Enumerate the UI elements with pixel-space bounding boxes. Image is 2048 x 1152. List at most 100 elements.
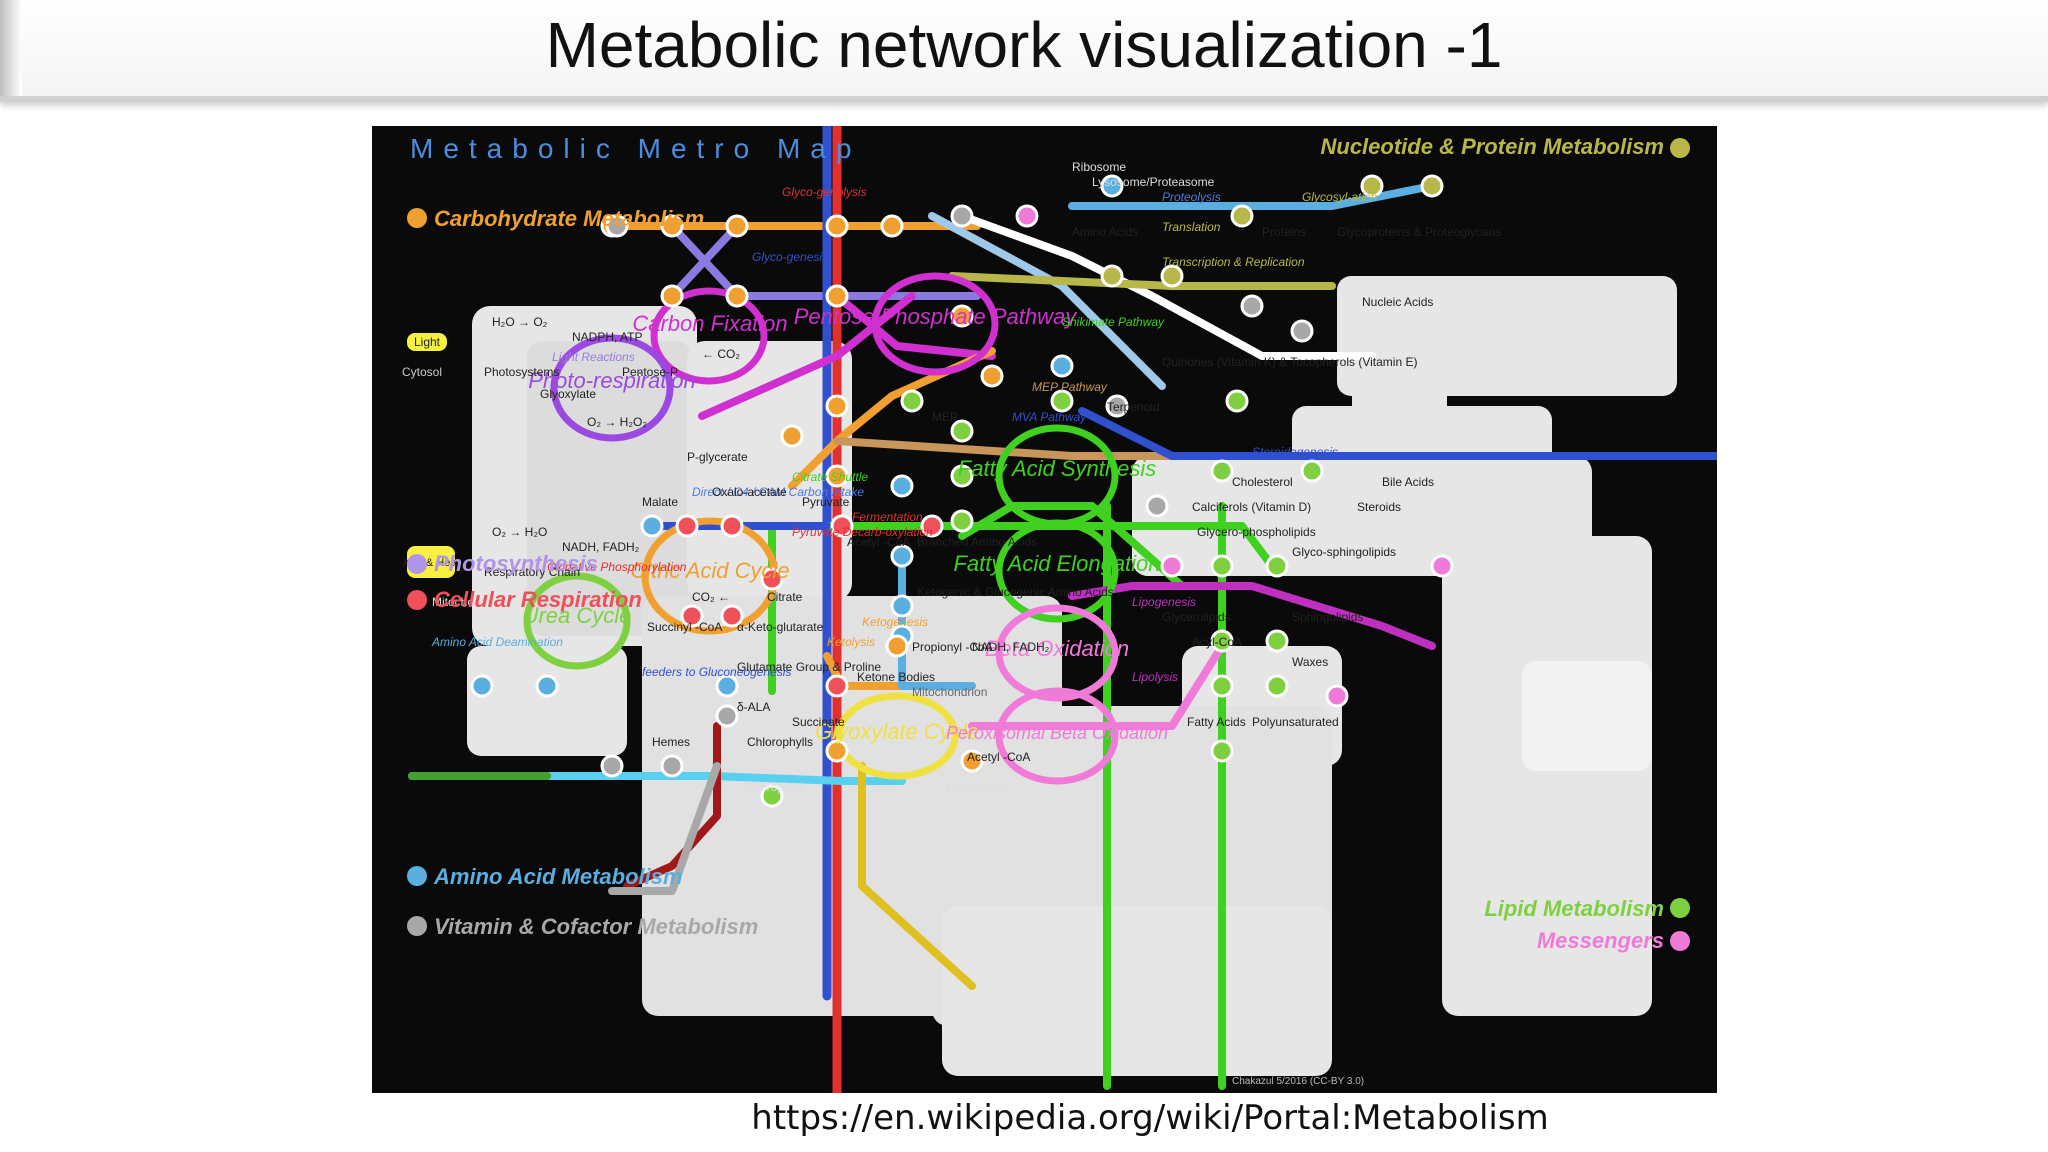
label-mito2: Mitochondrion	[912, 685, 987, 699]
station-gray-3	[1105, 394, 1129, 418]
label-quinones: Quinones (Vitamin K) & Tocopherols (Vita…	[1162, 355, 1417, 369]
station-green-6	[950, 509, 974, 533]
station-green-14	[1265, 674, 1289, 698]
line-blue-prot	[1068, 182, 1436, 210]
label-fermentation: Fermentation	[852, 510, 923, 524]
legend-carbohydrate: Carbohydrate Metabolism	[434, 206, 704, 231]
legend-photosynthesis-dot	[407, 554, 427, 574]
label-ketogenic: Ketogenic & Glucogenic Amino Acids	[917, 585, 1114, 599]
station-green-12	[1265, 629, 1289, 653]
label-nadh-fadh2-2: NADH, FADH₂	[972, 640, 1050, 654]
station-red-4	[920, 514, 944, 538]
line-carbohydrate-3	[668, 222, 741, 300]
line-pink-lipid	[968, 642, 1226, 730]
label-o2-h2o: O₂ → H₂O	[492, 525, 547, 539]
label-nadh-fadh2: NADH, FADH₂	[562, 540, 640, 554]
station-red-6	[680, 604, 704, 628]
station-green-13	[1210, 674, 1234, 698]
station-green-15	[1210, 739, 1234, 763]
urea-loop	[523, 572, 631, 670]
metabolic-metro-map: text{font-family:"Liberation Sans",sans-…	[372, 126, 1717, 1093]
label-citric-acid: Citric Acid Cycle	[630, 558, 789, 583]
label-sphingo: Sphingolipids	[1292, 610, 1363, 624]
label-ala: δ-ALA	[737, 700, 770, 714]
legend-photosynthesis: Photosynthesis	[434, 551, 598, 576]
slide-title: Metabolic network visualization -1	[545, 9, 1503, 81]
label-cytosol: Cytosol	[402, 365, 442, 379]
cycle-names: Carbon Fixation Photo-respiration Pentos…	[523, 304, 1168, 744]
station-gray-2	[950, 204, 974, 228]
station-pink-4	[1325, 684, 1349, 708]
label-glyoxylate: Glyoxylate Cycle	[815, 719, 979, 744]
label-pentose-p: Pentose-P	[622, 365, 678, 379]
label-hemes: Hemes	[652, 735, 690, 749]
legend: Carbohydrate Metabolism Photosynthesis C…	[407, 134, 1690, 953]
label-pentose: Pentose Phosphate Pathway	[794, 304, 1079, 329]
er-box	[1442, 536, 1652, 1016]
line-magenta-2	[698, 292, 916, 420]
station-green-1	[900, 389, 924, 413]
station-green-2	[1050, 389, 1074, 413]
legend-nucleotide-dot	[1670, 138, 1690, 158]
golgi-box-bottom	[1522, 661, 1652, 771]
label-propionyl: Propionyl -CoA	[912, 640, 993, 654]
label-feeders: feeders to Gluconeogenesis	[642, 665, 791, 679]
station-blue-5	[890, 544, 914, 568]
station-orange-2	[660, 214, 684, 238]
legend-respiration: Cellular Respiration	[434, 587, 642, 612]
station-gray-1	[605, 214, 629, 238]
label-oxidative: Oxidative Phosphorylation	[547, 560, 687, 574]
label-terpenoid: Terpenoid	[1107, 400, 1160, 414]
label-oxaloacetate: Oxalo-acetate	[712, 485, 787, 499]
label-glycerophospholipids: Glycero-phospholipids	[1197, 525, 1316, 539]
map-credit: Chakazul 5/2016 (CC-BY 3.0)	[1232, 1076, 1364, 1087]
legend-nucleotide: Nucleotide & Protein Metabolism	[1321, 134, 1665, 159]
station-green-11	[1210, 629, 1234, 653]
station-orange-16	[960, 749, 984, 773]
legend-lipid: Lipid Metabolism	[1484, 896, 1664, 921]
station-gray-8	[660, 754, 684, 778]
label-ketone: Ketone Bodies	[857, 670, 935, 684]
station-pink-1	[1015, 204, 1039, 228]
label-steroidogenesis: Steroidogenesis	[1252, 445, 1338, 459]
label-pyruvate-decarb: Pyruvate Decarb-oxylation	[792, 525, 933, 539]
map-heading: Metabolic Metro Map	[410, 133, 861, 164]
label-transcription: Transcription & Replication	[1162, 255, 1305, 269]
station-orange-13	[980, 364, 1004, 388]
station-olive-3	[1230, 204, 1254, 228]
metro-map-diagram: text{font-family:"Liberation Sans",sans-…	[402, 126, 1717, 1093]
label-glycosylation: Glycosyl-ation	[1302, 190, 1378, 204]
legend-carbohydrate-dot	[407, 208, 427, 228]
label-acetyl-coa: Acetyl -CoA	[847, 535, 910, 549]
label-lipogenesis: Lipogenesis	[1132, 595, 1196, 609]
station-red-1	[675, 514, 699, 538]
peroxisomal-loop	[995, 687, 1119, 785]
station-green-10	[1265, 554, 1289, 578]
label-polyunsat: Polyunsaturated	[1252, 715, 1339, 729]
label-bile-acids: Bile Acids	[1382, 475, 1434, 489]
label-succinyl: Succinyl -CoA	[647, 620, 722, 634]
station-blue-8	[470, 674, 494, 698]
station-olive-5	[1420, 174, 1444, 198]
pentose-loop	[871, 272, 999, 376]
station-orange-11	[780, 424, 804, 448]
station-green-3	[1225, 389, 1249, 413]
station-green-7	[1210, 459, 1234, 483]
label-ribosome: Ribosome	[1072, 160, 1126, 174]
title-bar-edge	[0, 0, 22, 96]
label-glycerolipids: Glycerolipids	[1162, 610, 1231, 624]
label-chlorophylls: Chlorophylls	[747, 735, 813, 749]
label-co2-in: ← CO₂	[702, 347, 740, 361]
label-direct-c4: Direct / C4 / CAM Carbon Intake	[692, 485, 864, 499]
source-url: https://en.wikipedia.org/wiki/Portal:Met…	[751, 1098, 1549, 1138]
station-green-9	[1210, 554, 1234, 578]
label-fatty-acids: Fatty Acids	[1187, 715, 1246, 729]
legend-respiration-dot	[407, 590, 427, 610]
line-pentose-magenta	[833, 292, 996, 360]
station-green-5	[950, 464, 974, 488]
label-respiratory-chain: Respiratory Chain	[484, 565, 580, 579]
carbon-fixation-loop	[650, 287, 768, 385]
label-o2-h2o2: O₂ → H₂O₂	[587, 415, 647, 429]
station-orange-5	[880, 214, 904, 238]
label-fatty-acid-elongation: Fatty Acid Elongation	[953, 551, 1160, 576]
